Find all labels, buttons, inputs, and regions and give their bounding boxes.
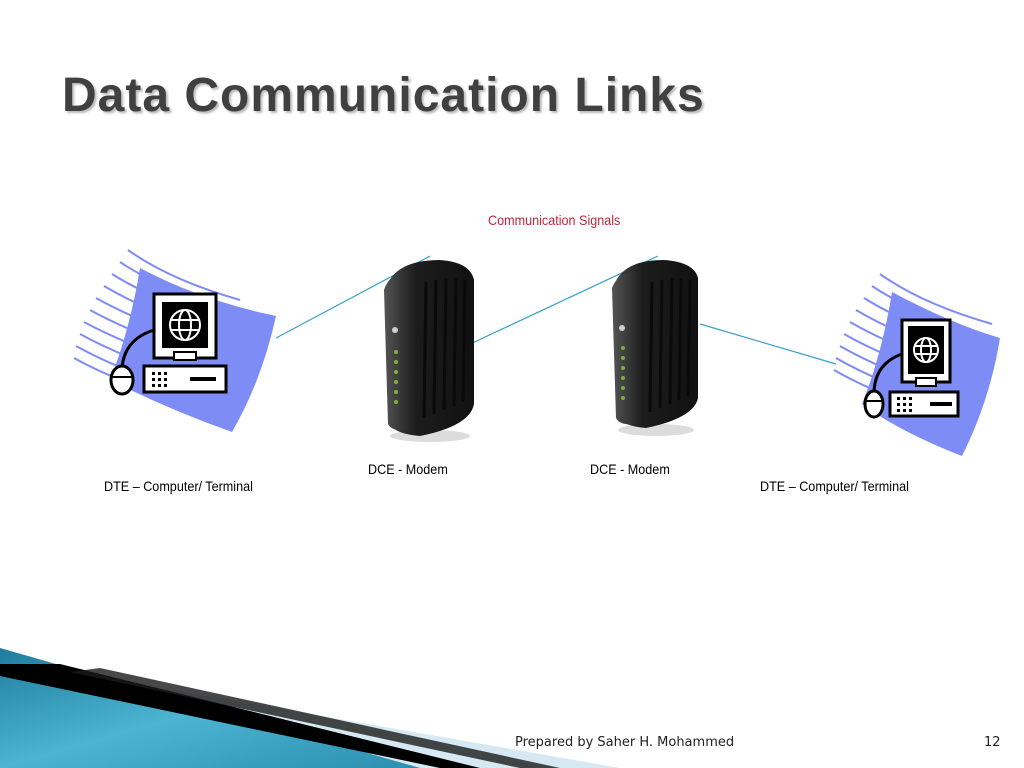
globe-icon: [913, 337, 939, 363]
footer-black-stripe: [0, 664, 480, 768]
right-terminal-label: DTE – Computer/ Terminal: [760, 478, 909, 494]
mouse-icon: [109, 328, 155, 396]
mouse-icon: [863, 352, 903, 419]
slide-title: Data Communication Links: [62, 69, 705, 122]
page-number: 12: [984, 735, 1001, 750]
left-terminal-label: DTE – Computer/ Terminal: [104, 478, 253, 494]
modem-icon: [612, 260, 698, 436]
communication-signals-label: Communication Signals: [488, 212, 621, 228]
footer-author: Prepared by Saher H. Mohammed: [515, 735, 735, 750]
right-modem-label: DCE - Modem: [590, 461, 670, 477]
modem-icon: [384, 260, 474, 442]
left-modem-label: DCE - Modem: [368, 461, 448, 477]
signal-line-right: [699, 323, 837, 365]
globe-icon: [169, 309, 201, 341]
footer-dark-stripe: [70, 668, 560, 768]
